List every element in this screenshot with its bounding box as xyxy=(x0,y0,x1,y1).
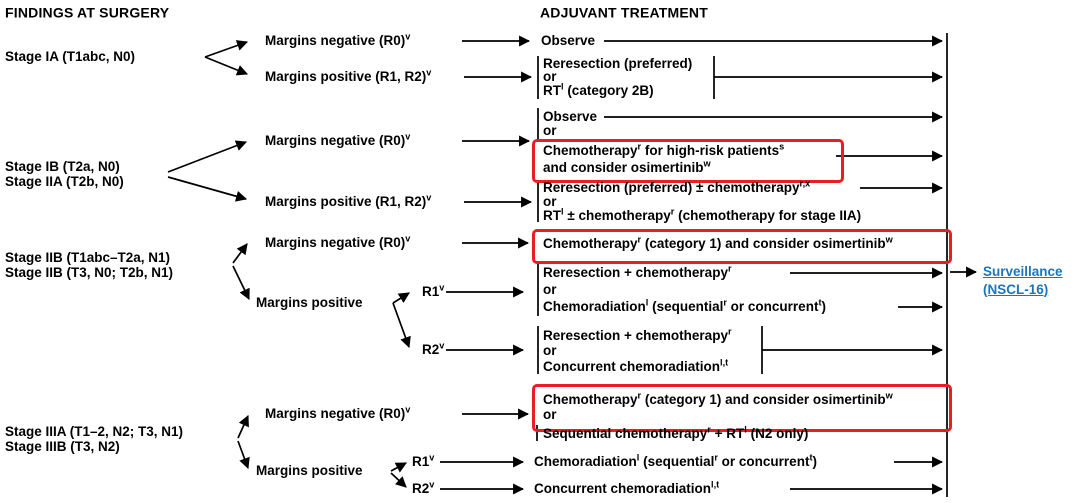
treatment-ia-neg-observe: Observe xyxy=(541,32,596,48)
treatment-iii-r1-line1: Chemoradiationl (sequentialr or concurre… xyxy=(534,452,817,469)
stage-iib2-label: Stage IIB (T3, N0; T2b, N1) xyxy=(5,264,174,280)
treatment-iib-r2-line2: or xyxy=(543,342,557,358)
surveillance-link-line1[interactable]: Surveillance xyxy=(983,264,1063,279)
findings-header: FINDINGS AT SURGERY xyxy=(5,4,170,21)
margins-negative-label-ib: Margins negative (R0)v xyxy=(265,131,411,148)
treatment-iii-neg-line2: or xyxy=(543,406,557,422)
stage-ia-label: Stage IA (T1abc, N0) xyxy=(5,48,136,64)
treatment-ib-pos-line2: or xyxy=(543,193,557,209)
r1-label-iii: R1v xyxy=(412,452,435,469)
margins-positive-label-iii: Margins positive xyxy=(256,462,363,478)
highlight-box-iib-negative xyxy=(532,229,952,264)
stage-iib1-label: Stage IIB (T1abc–T2a, N1) xyxy=(5,249,171,265)
margins-negative-label-ia: Margins negative (R0)v xyxy=(265,31,411,48)
margins-negative-label-iib: Margins negative (R0)v xyxy=(265,233,411,250)
stage-iiia-label: Stage IIIA (T1–2, N2; T3, N1) xyxy=(5,423,184,439)
surveillance-link-line2[interactable]: (NSCL-16) xyxy=(983,281,1049,297)
treatment-iib-neg-line1: Chemotherapyr (category 1) and consider … xyxy=(543,234,893,251)
treatment-ib-pos-line3: RTl ± chemotherapyr (chemotherapy for st… xyxy=(543,206,862,223)
treatment-iib-r1-line2: or xyxy=(543,281,557,297)
stage-iia-label: Stage IIA (T2b, N0) xyxy=(5,173,124,189)
margins-positive-label-iib: Margins positive xyxy=(256,294,363,310)
adjuvant-header: ADJUVANT TREATMENT xyxy=(540,4,708,21)
treatment-ib-neg-line2: or xyxy=(543,122,557,138)
margins-positive-label-ia: Margins positive (R1, R2)v xyxy=(265,67,432,84)
treatment-ib-neg-line3: Chemotherapyr for high-risk patientss xyxy=(543,141,785,158)
treatment-ib-neg-line1: Observe xyxy=(543,108,598,124)
margins-positive-label-ib: Margins positive (R1, R2)v xyxy=(265,192,432,209)
margins-negative-label-iii: Margins negative (R0)v xyxy=(265,404,411,421)
treatment-iii-neg-line1: Chemotherapyr (category 1) and consider … xyxy=(543,390,893,407)
treatment-iii-r2-line1: Concurrent chemoradiationl,t xyxy=(534,479,720,496)
treatment-iib-r2-line1: Reresection + chemotherapyr xyxy=(543,326,732,343)
highlight-box-ib-iia-negative xyxy=(532,139,844,183)
highlight-box-iii-negative xyxy=(532,384,952,432)
treatment-iib-r1-line1: Reresection + chemotherapyr xyxy=(543,263,732,280)
treatment-ia-pos-line3: RTl (category 2B) xyxy=(543,81,654,98)
treatment-ia-pos-line2: or xyxy=(543,68,557,84)
surveillance-link[interactable]: Surveillance (NSCL-16) xyxy=(983,263,1063,298)
r2-label-iii: R2v xyxy=(412,479,435,496)
treatment-iii-neg-line3: Sequential chemotherapyr + RTl (N2 only) xyxy=(543,424,809,441)
treatment-iib-r1-line3: Chemoradiationl (sequentialr or concurre… xyxy=(543,297,826,314)
treatment-ib-pos-line1: Reresection (preferred) ± chemotherapyr,… xyxy=(543,178,811,195)
r1-label-iib: R1v xyxy=(422,282,445,299)
r2-label-iib: R2v xyxy=(422,340,445,357)
stage-ib-label: Stage IB (T2a, N0) xyxy=(5,158,120,174)
treatment-ia-pos-line1: Reresection (preferred) xyxy=(543,55,693,71)
treatment-ib-neg-line4: and consider osimertinibw xyxy=(543,158,711,175)
treatment-iib-r2-line3: Concurrent chemoradiationl,t xyxy=(543,357,729,374)
stage-iiib-label: Stage IIIB (T3, N2) xyxy=(5,438,120,454)
